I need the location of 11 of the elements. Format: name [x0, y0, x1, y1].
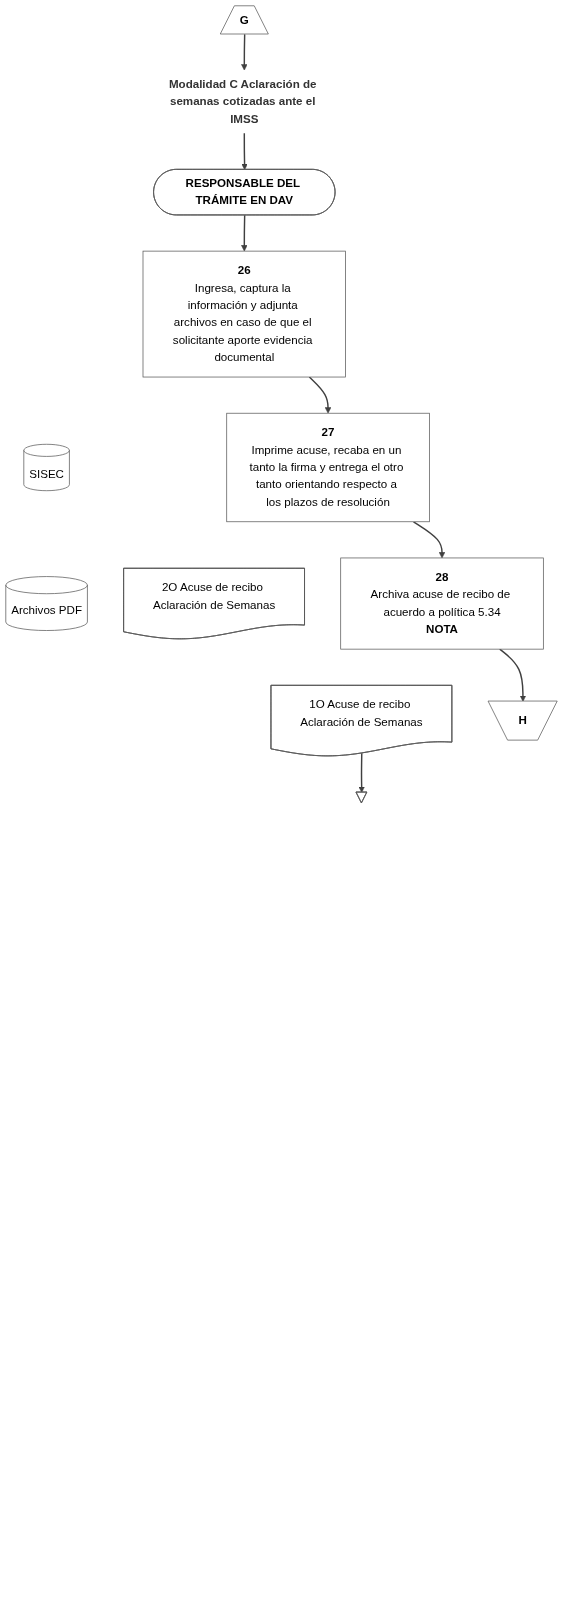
node-box: 26 Ingresa, captura la información y adjunta archivos en caso de que el solicitante aporte evidencia documental — [142, 250, 346, 378]
arrow — [241, 132, 248, 170]
node-text: Modalidad C Aclaración de semanas cotizadas ante el IMSS — [168, 77, 317, 125]
arrow — [241, 33, 248, 71]
node-box: 28 Archiva acuse de recibo de acuerdo a política 5.34 NOTA — [340, 557, 544, 650]
arrow — [241, 214, 248, 252]
arrow — [499, 648, 527, 702]
arrow — [358, 752, 365, 793]
node-box: 27 Imprime acuse, recaba en un tanto la firma y entrega el otro tanto orientando respecto a los plazos de resolución — [226, 412, 430, 523]
arrow — [308, 376, 332, 414]
arrow — [412, 521, 446, 559]
